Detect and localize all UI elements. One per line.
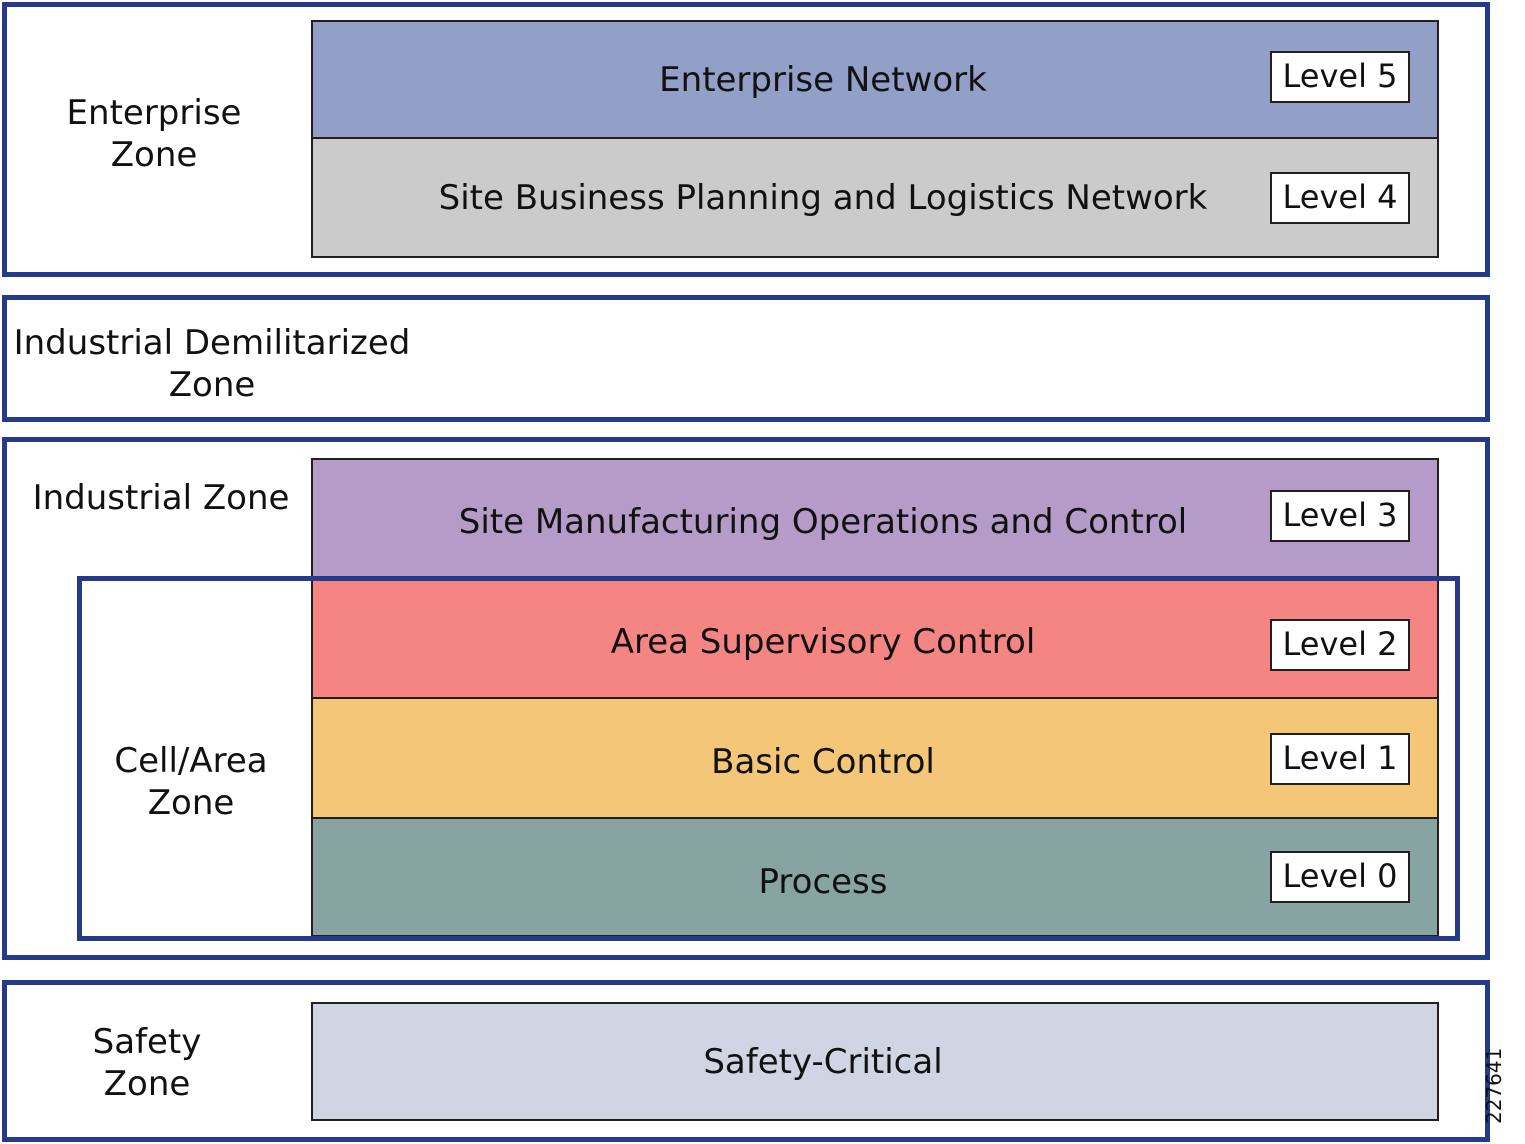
industrial-zone-label: Industrial Zone — [32, 478, 290, 518]
level-0-title: Process — [758, 862, 888, 902]
level-4-band — [311, 137, 1439, 258]
level-1-badge: Level 1 — [1270, 733, 1410, 785]
enterprise-zone-label: Enterprise Zone — [66, 93, 242, 175]
safety-zone — [2, 980, 1490, 1142]
cell-area-zone — [77, 576, 1460, 941]
safety-zone-label: Safety Zone — [92, 1022, 202, 1104]
level-2-badge: Level 2 — [1270, 619, 1410, 671]
level-1-title: Basic Control — [711, 742, 935, 782]
level-4-badge: Level 4 — [1270, 172, 1410, 224]
cell-area-zone-label: Cell/Area Zone — [114, 741, 268, 823]
level-0-band — [311, 817, 1439, 937]
level-5-badge: Level 5 — [1270, 51, 1410, 103]
level-3-badge: Level 3 — [1270, 490, 1410, 542]
industrial-zone — [2, 437, 1490, 960]
industrial-dmz-zone — [2, 295, 1490, 422]
safety-critical-title: Safety-Critical — [703, 1042, 943, 1082]
level-3-title: Site Manufacturing Operations and Contro… — [458, 502, 1188, 542]
level-1-band — [311, 697, 1439, 819]
level-4-title: Site Business Planning and Logistics Net… — [438, 178, 1208, 218]
level-0-badge: Level 0 — [1270, 851, 1410, 903]
level-5-title: Enterprise Network — [659, 60, 987, 100]
enterprise-zone — [2, 2, 1490, 277]
industrial-dmz-label: Industrial Demilitarized Zone — [13, 323, 411, 405]
level-2-title: Area Supervisory Control — [610, 622, 1036, 662]
figure-id: 227641 — [1482, 1047, 1506, 1124]
safety-critical-band — [311, 1002, 1439, 1121]
